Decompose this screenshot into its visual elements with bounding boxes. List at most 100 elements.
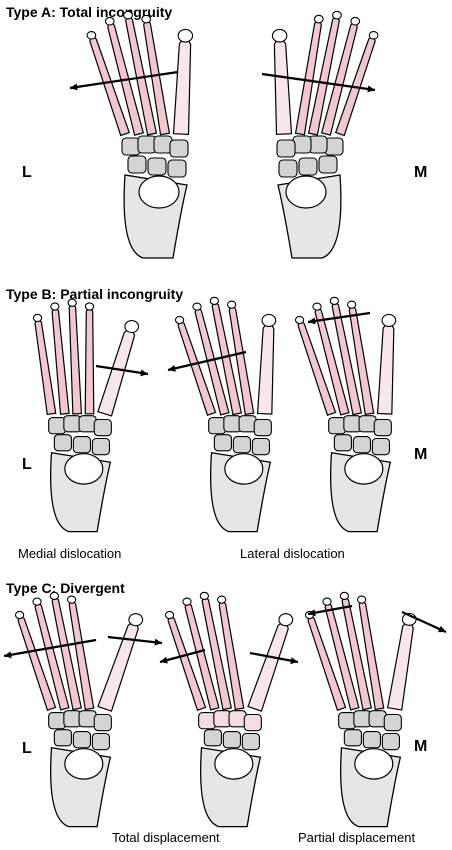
metatarsal-3-phalanx-head (332, 10, 342, 20)
metatarsal-4-phalanx-head (346, 300, 357, 309)
section-a-left-label: L (22, 164, 32, 181)
tarsal-bone (353, 710, 372, 728)
metatarsal-5 (247, 622, 289, 712)
tarsal-bone (253, 418, 272, 437)
metatarsal-5 (97, 329, 136, 417)
metatarsal-5 (256, 323, 275, 415)
section-c-right-label: M (414, 738, 428, 755)
tarsal-bone (48, 417, 67, 435)
metatarsal-2-phalanx-head (50, 302, 60, 311)
tarsal-bone (78, 710, 97, 728)
metatarsal-1-phalanx-head (294, 315, 305, 325)
tarsal-bone (324, 137, 344, 156)
tarsal-bone (121, 137, 141, 156)
arrow-type-a-left (69, 70, 179, 91)
metatarsal-1-phalanx-head (32, 313, 43, 323)
metatarsal-2-phalanx-head (104, 16, 115, 26)
foot-type-b-lateral (174, 296, 277, 533)
tarsal-bone (53, 729, 72, 747)
arrow-type-c-left-lateral (3, 638, 97, 659)
metatarsal-2-phalanx-head (192, 302, 202, 311)
metatarsal-5 (386, 622, 414, 711)
tarsal-bone (63, 710, 82, 728)
metatarsal-5-phalanx-head (128, 613, 144, 627)
arrow-type-c-middle-lateral (159, 648, 206, 664)
metatarsal-2-phalanx-head (350, 16, 361, 26)
metatarsal-1-phalanx-head (86, 30, 97, 40)
metatarsal-3 (68, 304, 83, 415)
tarsal-bone (352, 436, 372, 454)
tarsal-bone (203, 729, 223, 747)
metatarsal-4-phalanx-head (356, 595, 367, 604)
tarsal-bone (241, 732, 261, 751)
tarsal-bone (48, 712, 67, 730)
talus (138, 175, 180, 209)
tarsal-bone (373, 418, 392, 437)
foot-type-b-medial (32, 298, 140, 533)
caption-lateral-dislocation: Lateral dislocation (240, 546, 345, 561)
metatarsal-5 (273, 38, 293, 135)
arrow-type-b-medial (95, 364, 149, 377)
tarsal-bone (383, 713, 402, 732)
arrow-type-c-middle-medial (249, 651, 299, 665)
metatarsal-1-phalanx-head (164, 610, 175, 620)
metatarsal-2 (51, 308, 70, 415)
tarsal-bone (276, 139, 296, 158)
metatarsal-3-phalanx-head (199, 591, 210, 601)
metatarsal-5-phalanx-head (261, 313, 277, 328)
foot-type-c-middle (164, 591, 294, 828)
tarsal-bone (328, 417, 347, 435)
talus (64, 748, 104, 780)
tarsal-bone (91, 437, 110, 456)
tarsal-bone (333, 434, 353, 452)
tarsal-bone (228, 710, 247, 728)
tarsal-bone (93, 713, 112, 732)
metatarsal-3-phalanx-head (123, 10, 133, 20)
arrow-type-b-lateral-2 (307, 311, 371, 325)
tarsal-bone (251, 437, 271, 456)
tarsal-bone (381, 732, 401, 751)
metatarsal-3-phalanx-head (49, 591, 60, 601)
tarsal-bone (198, 712, 217, 730)
tarsal-bone (72, 731, 91, 749)
tarsal-bone (78, 415, 97, 433)
tarsal-bone (213, 434, 233, 452)
tarsal-bone (93, 418, 112, 437)
tarsal-bone (318, 155, 338, 174)
arrow-type-b-lateral (167, 350, 247, 372)
metatarsal-1-phalanx-head (14, 610, 25, 620)
metatarsal-5 (172, 38, 192, 135)
metatarsal-5-phalanx-head (124, 319, 140, 334)
tarsal-bone (127, 155, 147, 174)
caption-total-displacement: Total displacement (112, 830, 220, 845)
section-c-left-label: L (22, 740, 32, 757)
talus (214, 748, 254, 780)
arrow-type-a-right (261, 72, 376, 93)
talus (354, 748, 394, 780)
metatarsal-3-phalanx-head (329, 296, 340, 306)
foot-type-a-left (86, 10, 194, 259)
tarsal-bone (298, 157, 318, 176)
tarsal-bone (213, 710, 232, 728)
tarsal-bone (343, 415, 362, 433)
foot-type-c-left (14, 591, 144, 828)
foot-type-b-lateral-2 (294, 296, 397, 533)
talus (64, 453, 104, 485)
metatarsal-1-phalanx-head (174, 315, 185, 325)
tarsal-bone (53, 434, 72, 452)
caption-partial-displacement: Partial displacement (298, 830, 416, 845)
metatarsal-2-phalanx-head (322, 597, 332, 606)
tarsal-bone (343, 729, 363, 747)
tarsal-bone (243, 713, 262, 732)
metatarsal-5 (97, 622, 139, 712)
tarsal-bone (308, 135, 328, 154)
foot-type-c-right (304, 591, 417, 828)
metatarsal-4-phalanx-head (84, 302, 95, 311)
talus (224, 453, 264, 485)
metatarsal-3-phalanx-head (209, 296, 220, 306)
tarsal-bone (238, 415, 257, 433)
metatarsal-4-phalanx-head (66, 595, 77, 604)
tarsal-bone (153, 135, 173, 154)
tarsal-bone (167, 159, 187, 178)
